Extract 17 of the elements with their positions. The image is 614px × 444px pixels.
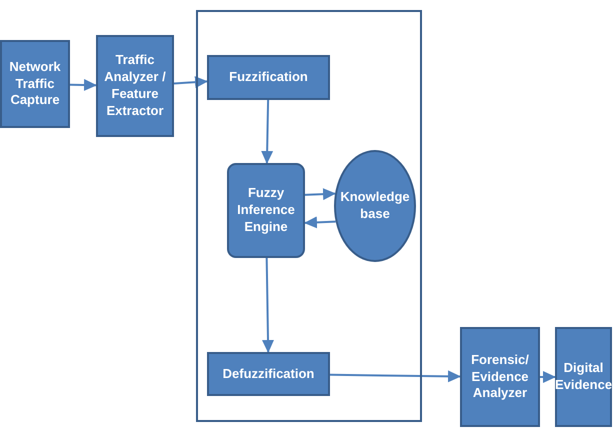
arrow bbox=[262, 258, 274, 353]
arrow bbox=[330, 370, 461, 382]
process-box: Defuzzification bbox=[207, 352, 330, 396]
process-box: Digital Evidence bbox=[555, 327, 612, 427]
group-frame bbox=[196, 10, 422, 422]
process-box: Traffic Analyzer / Feature Extractor bbox=[96, 35, 174, 137]
arrow bbox=[261, 100, 274, 164]
knowledge-circle: Knowledge base bbox=[334, 150, 416, 262]
process-box: Fuzzification bbox=[207, 55, 330, 100]
arrow bbox=[304, 216, 336, 228]
arrow bbox=[174, 76, 208, 88]
arrow bbox=[70, 78, 97, 91]
arrow bbox=[540, 371, 556, 383]
process-box: Forensic/ Evidence Analyzer bbox=[460, 327, 540, 427]
arrow bbox=[304, 188, 336, 200]
process-box: Network Traffic Capture bbox=[0, 40, 70, 128]
process-box: Fuzzy Inference Engine bbox=[227, 163, 305, 258]
